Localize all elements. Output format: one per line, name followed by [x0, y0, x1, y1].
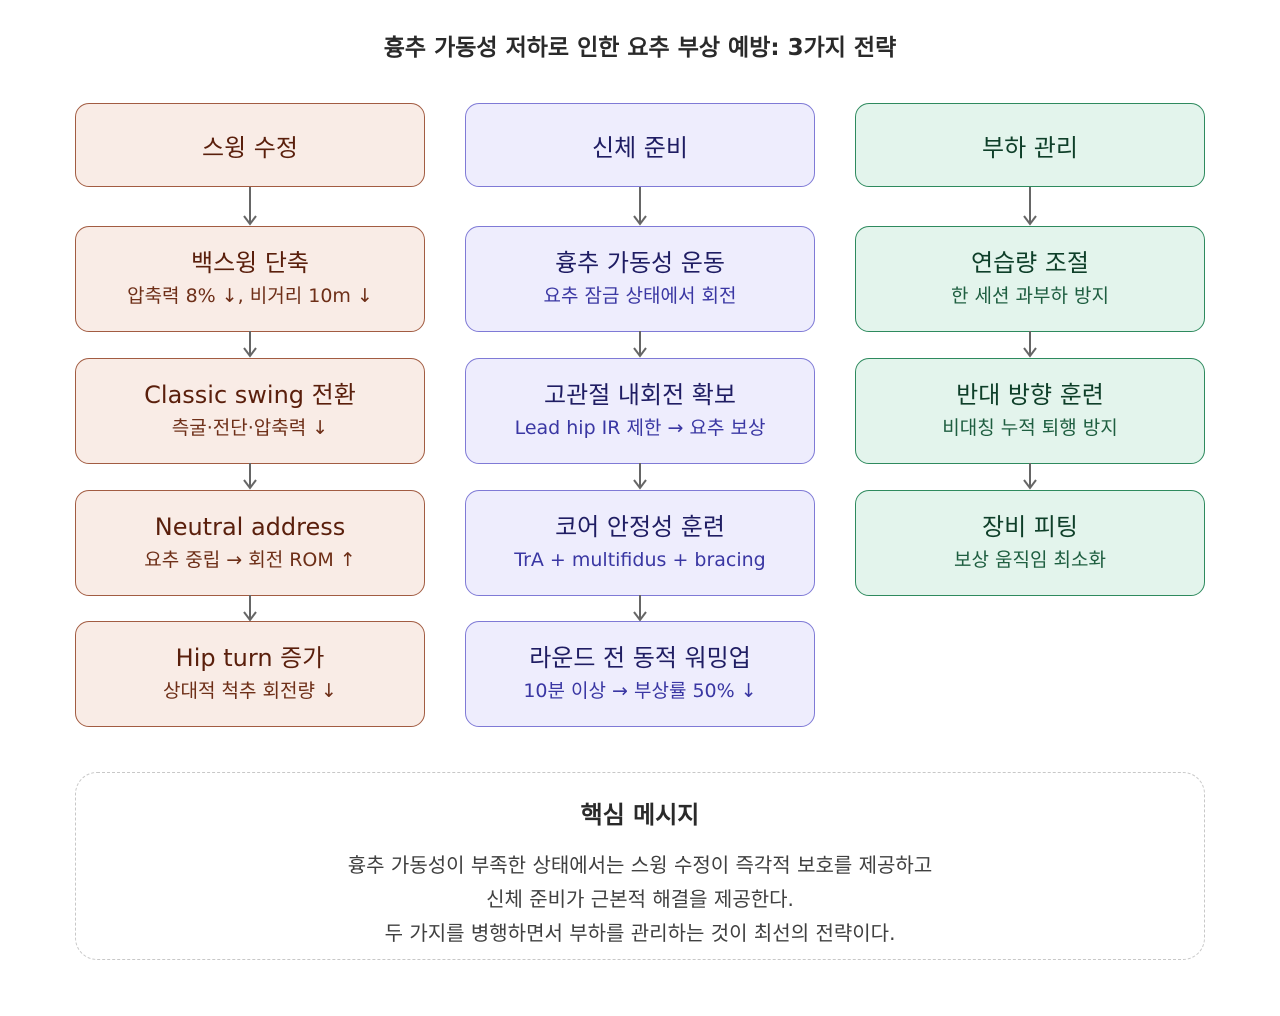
arrow-down-icon — [242, 331, 258, 358]
step-subtitle: Lead hip IR 제한 → 요추 보상 — [514, 417, 766, 439]
step-box: 백스윙 단축 압축력 8% ↓, 비거리 10m ↓ — [75, 226, 425, 332]
arrow-down-icon — [1022, 463, 1038, 490]
step-box: Hip turn 증가 상대적 척추 회전량 ↓ — [75, 621, 425, 727]
arrow-down-icon — [242, 595, 258, 622]
arrow-down-icon — [632, 595, 648, 622]
step-box: 반대 방향 훈련 비대칭 누적 퇴행 방지 — [855, 358, 1205, 464]
column-header-label: 스윙 수정 — [202, 133, 298, 162]
key-message-line: 흉추 가동성이 부족한 상태에서는 스윙 수정이 즉각적 보호를 제공하고 — [347, 853, 933, 877]
column-header: 신체 준비 — [465, 103, 815, 187]
arrow-down-icon — [1022, 331, 1038, 358]
step-subtitle: 보상 움직임 최소화 — [954, 549, 1106, 571]
step-box: 연습량 조절 한 세션 과부하 방지 — [855, 226, 1205, 332]
step-subtitle: TrA + multifidus + bracing — [514, 549, 766, 571]
key-message-box: 핵심 메시지 흉추 가동성이 부족한 상태에서는 스윙 수정이 즉각적 보호를 … — [75, 772, 1205, 960]
key-message-line: 두 가지를 병행하면서 부하를 관리하는 것이 최선의 전략이다. — [384, 921, 896, 945]
column-header: 스윙 수정 — [75, 103, 425, 187]
column-header-label: 부하 관리 — [982, 133, 1078, 162]
step-box: 흉추 가동성 운동 요추 잠금 상태에서 회전 — [465, 226, 815, 332]
step-subtitle: 측굴·전단·압축력 ↓ — [171, 417, 329, 439]
step-subtitle: 요추 잠금 상태에서 회전 — [543, 285, 737, 307]
step-title: 장비 피팅 — [982, 513, 1078, 541]
step-title: Neutral address — [154, 513, 346, 541]
step-box: 고관절 내회전 확보 Lead hip IR 제한 → 요추 보상 — [465, 358, 815, 464]
step-title: Classic swing 전환 — [144, 381, 356, 409]
step-title: 반대 방향 훈련 — [956, 381, 1104, 409]
step-subtitle: 압축력 8% ↓, 비거리 10m ↓ — [127, 285, 373, 307]
step-subtitle: 비대칭 누적 퇴행 방지 — [942, 417, 1118, 439]
step-box: 장비 피팅 보상 움직임 최소화 — [855, 490, 1205, 596]
step-title: 고관절 내회전 확보 — [544, 381, 736, 409]
step-title: Hip turn 증가 — [175, 644, 325, 672]
arrow-down-icon — [632, 463, 648, 490]
arrow-down-icon — [632, 331, 648, 358]
step-title: 코어 안정성 훈련 — [555, 513, 725, 541]
step-title: 라운드 전 동적 워밍업 — [529, 644, 751, 672]
column-header: 부하 관리 — [855, 103, 1205, 187]
arrow-down-icon — [1022, 187, 1038, 227]
step-box: 코어 안정성 훈련 TrA + multifidus + bracing — [465, 490, 815, 596]
step-subtitle: 상대적 척추 회전량 ↓ — [163, 680, 337, 702]
step-box: Neutral address 요추 중립 → 회전 ROM ↑ — [75, 490, 425, 596]
step-box: 라운드 전 동적 워밍업 10분 이상 → 부상률 50% ↓ — [465, 621, 815, 727]
key-message-line: 신체 준비가 근본적 해결을 제공한다. — [486, 887, 794, 911]
arrow-down-icon — [242, 187, 258, 227]
step-subtitle: 10분 이상 → 부상률 50% ↓ — [523, 680, 757, 702]
arrow-down-icon — [242, 463, 258, 490]
step-title: 연습량 조절 — [970, 249, 1090, 277]
step-box: Classic swing 전환 측굴·전단·압축력 ↓ — [75, 358, 425, 464]
step-title: 흉추 가동성 운동 — [555, 249, 725, 277]
step-subtitle: 요추 중립 → 회전 ROM ↑ — [144, 549, 356, 571]
diagram-title: 흉추 가동성 저하로 인한 요추 부상 예방: 3가지 전략 — [383, 35, 897, 61]
key-message-body: 흉추 가동성이 부족한 상태에서는 스윙 수정이 즉각적 보호를 제공하고 신체… — [76, 848, 1204, 950]
step-title: 백스윙 단축 — [190, 249, 310, 277]
arrow-down-icon — [632, 187, 648, 227]
column-header-label: 신체 준비 — [592, 133, 688, 162]
key-message-title: 핵심 메시지 — [580, 801, 700, 829]
step-subtitle: 한 세션 과부하 방지 — [951, 285, 1109, 307]
